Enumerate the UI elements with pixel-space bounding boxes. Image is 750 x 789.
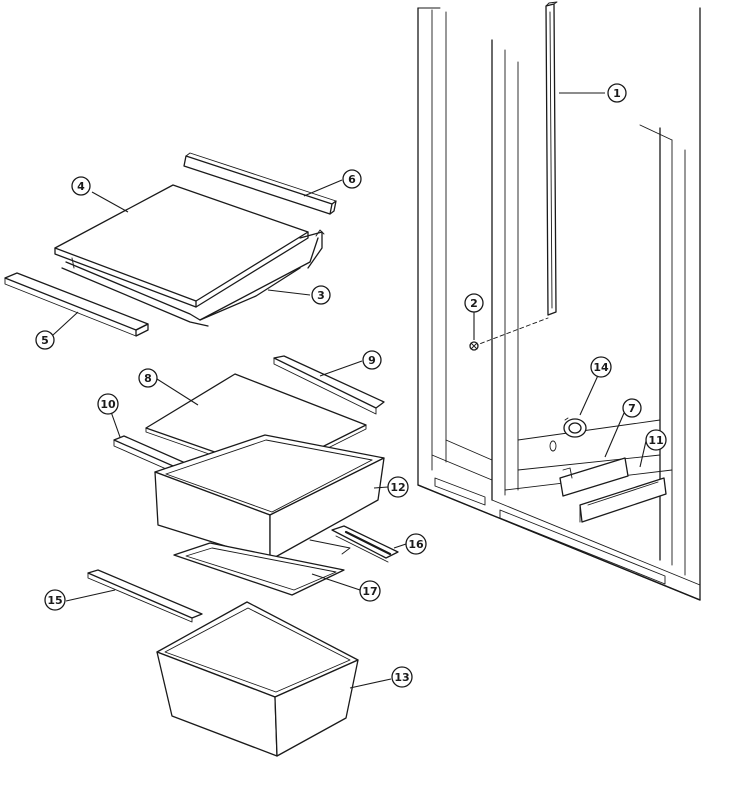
callout-13: 13 [391,666,413,688]
rear-shelf-bar [183,152,337,215]
callout-circle [359,580,381,602]
callout-number: 7 [628,402,636,415]
callout-number: 15 [47,594,62,607]
callout-number: 5 [41,334,49,347]
callout-12: 12 [387,476,409,498]
callout-10: 10 [97,393,119,415]
callout-circle [342,169,362,189]
callout-number: 12 [390,481,405,494]
callout-number: 9 [368,354,376,367]
callout-circle [405,533,427,555]
callout-circle [362,350,382,370]
glass-shelf [54,184,309,308]
callout-4: 4 [71,176,91,196]
callout-3: 3 [311,285,331,305]
callout-2: 2 [464,293,484,313]
callout-circle [391,666,413,688]
callout-circle [645,429,667,451]
light-shield [559,457,629,497]
callout-number: 1 [613,87,621,100]
callout-number: 3 [317,289,325,302]
callout-circle [44,589,66,611]
callout-circle [71,176,91,196]
callout-circle [138,368,158,388]
callout-15: 15 [44,589,66,611]
callout-number: 14 [593,361,609,374]
callout-number: 2 [470,297,478,310]
crisper-drawer [154,434,385,561]
callout-circle [590,356,612,378]
callout-16: 16 [405,533,427,555]
control-knob [549,417,587,452]
callout-circle [97,393,119,415]
callout-9: 9 [362,350,382,370]
callout-number: 10 [100,398,116,411]
callout-circle [622,398,642,418]
callout-circle [464,293,484,313]
callout-number: 13 [394,671,409,684]
crisper-rear-trim [273,355,385,415]
callout-1: 1 [607,83,627,103]
drawer-slide [331,525,399,563]
callout-number: 11 [648,434,663,447]
pan-trim [87,569,203,623]
callout-number: 6 [348,173,356,186]
callout-5: 5 [35,330,55,350]
callout-8: 8 [138,368,158,388]
shelf-rail [545,1,558,316]
callout-circle [311,285,331,305]
callout-number: 16 [408,538,424,551]
drawer-track-right [579,477,667,523]
callout-7: 7 [622,398,642,418]
storage-pan [156,601,359,757]
screw [469,317,549,351]
callout-circle [387,476,409,498]
drawer-tray [173,539,351,596]
callout-circle [607,83,627,103]
callout-14: 14 [590,356,612,378]
front-trim [4,272,149,337]
callout-6: 6 [342,169,362,189]
shelf-frame [61,229,325,327]
callout-number: 4 [77,180,85,193]
callout-number: 17 [362,585,377,598]
callout-17: 17 [359,580,381,602]
callout-11: 11 [645,429,667,451]
callout-number: 8 [144,372,152,385]
refrigerator-cabinet [417,7,701,601]
callout-circle [35,330,55,350]
